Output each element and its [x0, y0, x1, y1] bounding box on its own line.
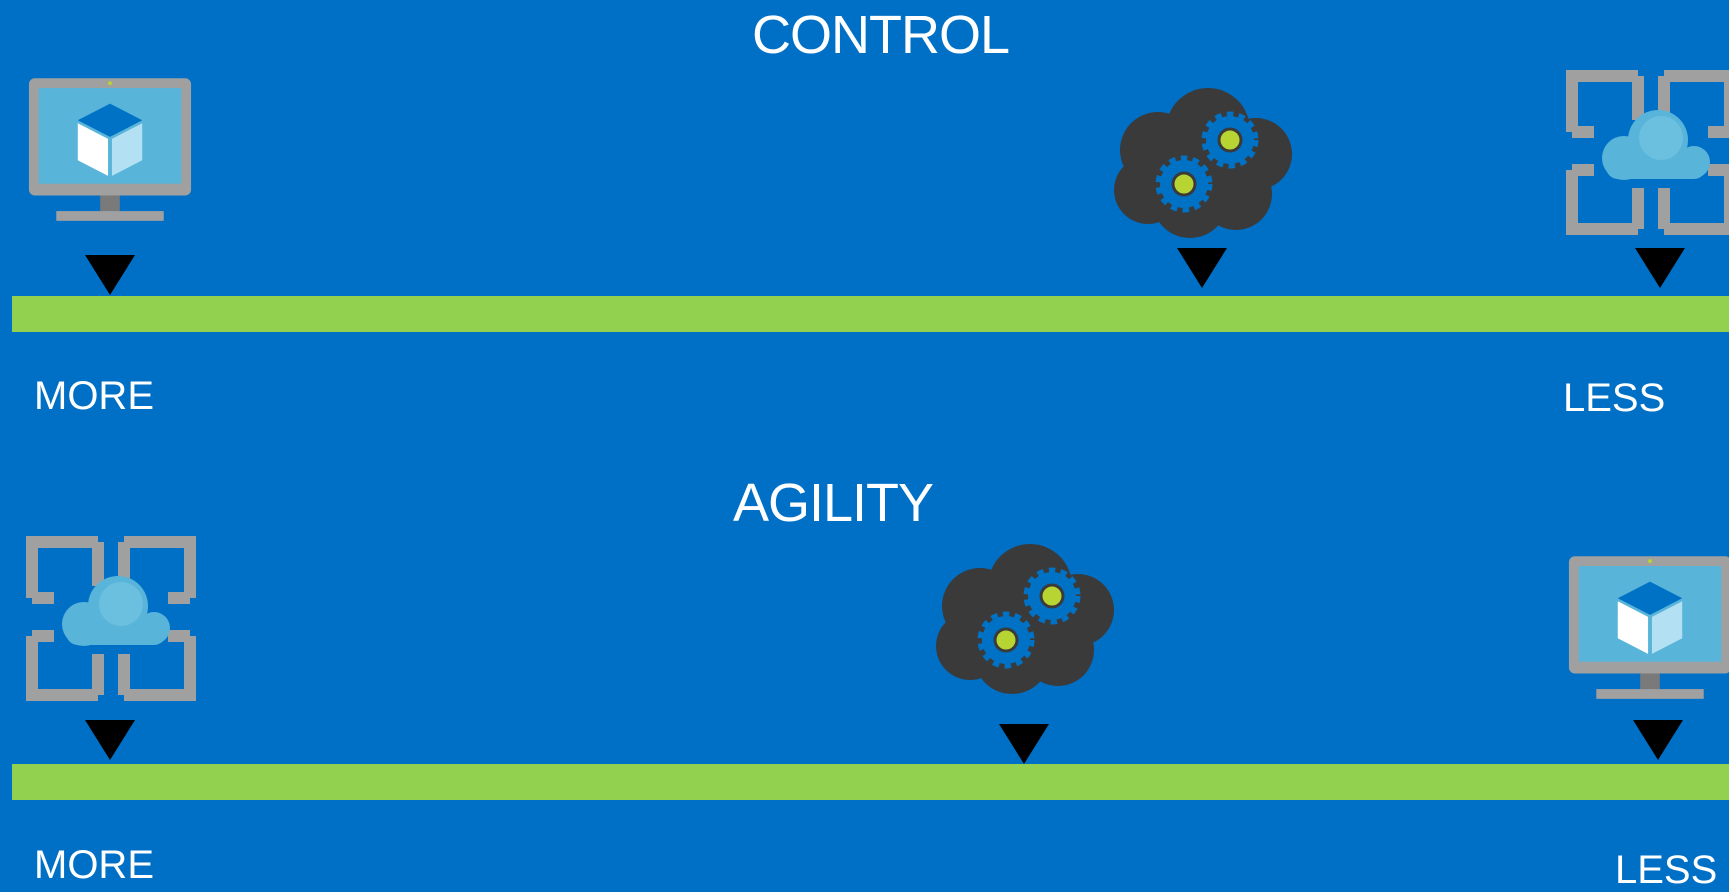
- agility-pointer-less: [1633, 720, 1683, 760]
- cloud-services-gears-icon: [1108, 82, 1298, 242]
- control-less-label: LESS: [1563, 376, 1666, 420]
- cloud-services-gears-icon: [930, 538, 1120, 698]
- agility-less-label: LESS: [1615, 848, 1718, 892]
- agility-scale-bar: [12, 764, 1729, 800]
- agility-title: AGILITY: [733, 473, 934, 533]
- control-pointer-less: [1635, 248, 1685, 288]
- cloud-app-service-icon: [26, 536, 196, 701]
- agility-pointer-mid: [999, 724, 1049, 764]
- cloud-app-service-icon: [1566, 70, 1729, 235]
- virtual-machine-icon: [27, 76, 193, 228]
- control-scale-bar: [12, 296, 1729, 332]
- control-title: CONTROL: [752, 5, 1010, 65]
- control-pointer-more: [85, 255, 135, 295]
- control-pointer-mid: [1177, 248, 1227, 288]
- virtual-machine-icon: [1567, 554, 1729, 706]
- control-more-label: MORE: [34, 374, 154, 418]
- agility-more-label: MORE: [34, 843, 154, 887]
- agility-pointer-more: [85, 720, 135, 760]
